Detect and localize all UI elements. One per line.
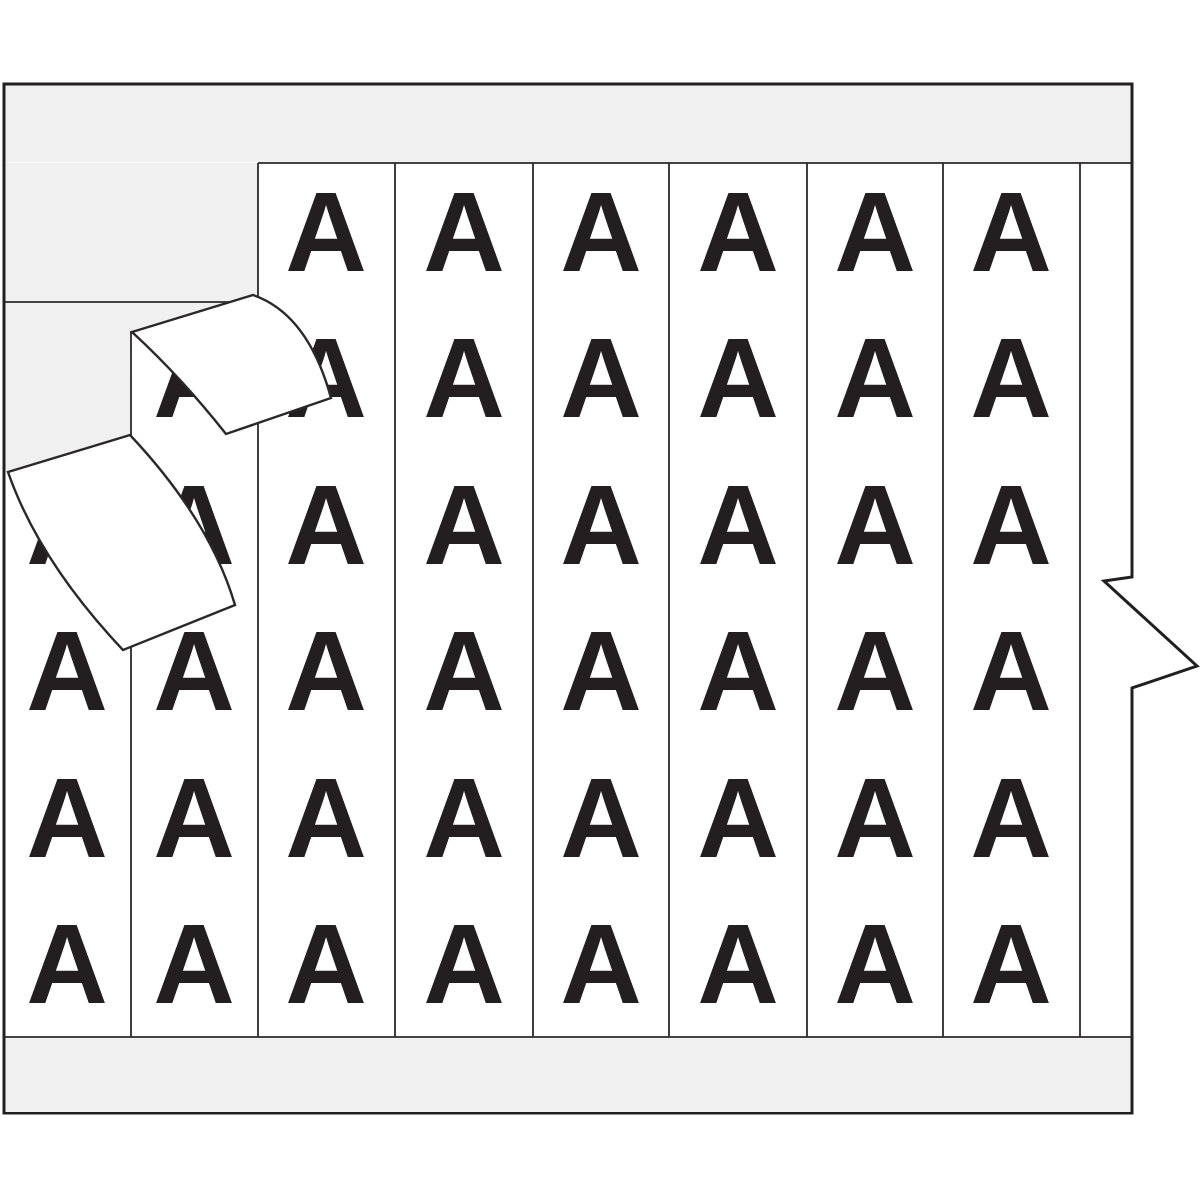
label-letter: A [834, 755, 916, 881]
label-letter: A [423, 462, 505, 588]
label-letter: A [834, 901, 916, 1027]
label-letter: A [970, 755, 1052, 881]
label-letter: A [285, 755, 367, 881]
label-letter: A [423, 755, 505, 881]
label-letter: A [285, 169, 367, 295]
label-letter: A [970, 462, 1052, 588]
label-letter: A [970, 901, 1052, 1027]
card-backing-peeled-area [5, 163, 258, 473]
strip-borders [5, 162, 1131, 1038]
label-letter: A [697, 169, 779, 295]
label-letter: A [423, 169, 505, 295]
card-backing-top-band [5, 85, 1131, 163]
label-letter: A [697, 755, 779, 881]
peeled-label-upper [129, 293, 333, 436]
label-letter: A [834, 608, 916, 734]
label-letter: A [560, 169, 642, 295]
label-letter: A [697, 608, 779, 734]
label-letter: A [560, 755, 642, 881]
label-letter: A [26, 901, 108, 1027]
card-backing-bottom-band [5, 1038, 1131, 1112]
label-letter: A [697, 462, 779, 588]
label-letter: A [285, 462, 367, 588]
label-letter: A [26, 608, 108, 734]
label-letter: A [153, 755, 235, 881]
label-letter: A [697, 901, 779, 1027]
label-letter: A [285, 901, 367, 1027]
label-letter: A [285, 608, 367, 734]
label-letter: A [423, 608, 505, 734]
label-letter: A [153, 901, 235, 1027]
label-letter: A [26, 755, 108, 881]
label-letter: A [560, 608, 642, 734]
label-letter: A [423, 315, 505, 441]
label-letter: A [834, 169, 916, 295]
label-letter: A [834, 462, 916, 588]
label-letter: A [970, 608, 1052, 734]
label-letter: A [970, 169, 1052, 295]
label-letter: A [560, 462, 642, 588]
label-letter: A [970, 315, 1052, 441]
label-letter: A [834, 315, 916, 441]
label-letters: AAAAAAAAAAAAAAAAAAAAAAAAAAAAAAAAAAAAAAAA… [26, 169, 1052, 1027]
peeled-label-lower [6, 433, 237, 652]
label-letter: A [560, 315, 642, 441]
label-letter: A [560, 901, 642, 1027]
label-letter: A [423, 901, 505, 1027]
label-letter: A [697, 315, 779, 441]
